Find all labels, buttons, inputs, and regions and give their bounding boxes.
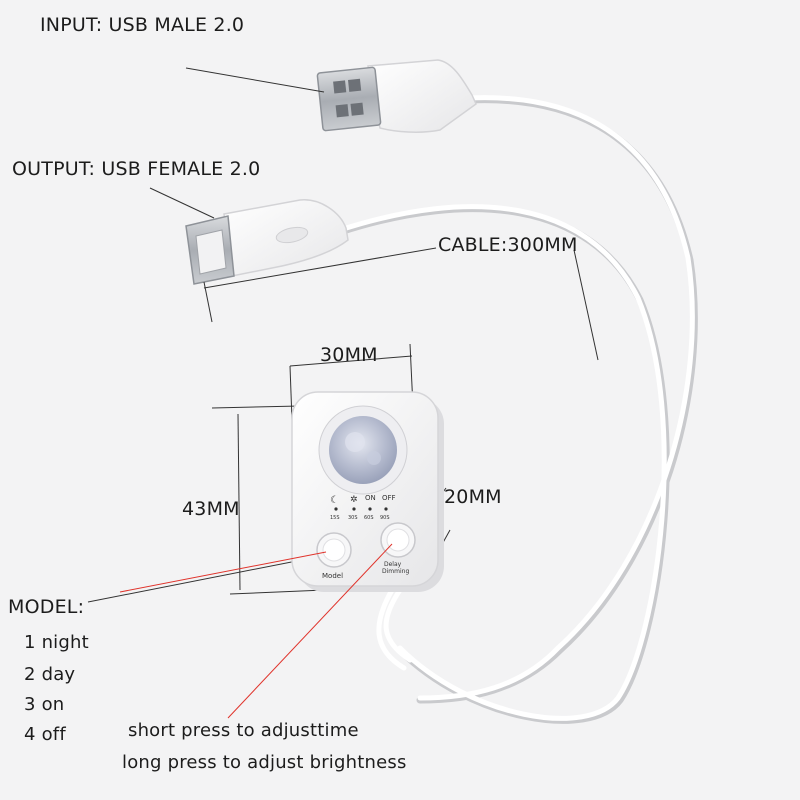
pir-sensor-module: ☾ ✲ ON OFF 15S 30S 60S 90S Model xyxy=(291,391,444,592)
timer-mark-15s: 15S xyxy=(330,515,340,521)
output-label: OUTPUT: USB FEMALE 2.0 xyxy=(12,158,261,180)
mode-item-night: 1 night xyxy=(24,632,89,653)
mode-item-day: 2 day xyxy=(24,664,76,685)
delay-button-label: Delay xyxy=(384,561,402,568)
red-pointer-lines xyxy=(119,543,393,719)
cables xyxy=(337,95,695,721)
short-press-note: short press to adjusttime xyxy=(128,720,359,741)
mode-item-off: 4 off xyxy=(24,724,66,745)
mode-item-on: 3 on xyxy=(24,694,65,715)
model-heading: MODEL: xyxy=(8,596,85,618)
timer-mark-90s: 90S xyxy=(380,515,390,521)
model-button-label: Model xyxy=(322,572,343,580)
usb-male-connector xyxy=(316,59,477,133)
height-dimension-label: 43MM xyxy=(182,498,240,520)
mode-indicator-row: ☾ ✲ ON OFF 15S 30S 60S 90S xyxy=(330,494,396,521)
mode-on-label: ON xyxy=(365,494,376,502)
mode-off-label: OFF xyxy=(382,494,396,502)
timer-mark-30s: 30S xyxy=(348,515,358,521)
dimension-lines xyxy=(87,67,599,603)
depth-dimension-label: 20MM xyxy=(444,486,502,508)
timer-mark-60s: 60S xyxy=(364,515,374,521)
dimming-button-label: Dimming xyxy=(382,568,409,575)
long-press-note: long press to adjust brightness xyxy=(122,752,407,773)
delay-dimming-button: Delay Dimming xyxy=(380,522,416,575)
width-dimension-label: 30MM xyxy=(320,344,378,366)
sun-icon: ✲ xyxy=(350,495,358,505)
input-label: INPUT: USB MALE 2.0 xyxy=(40,14,245,36)
usb-female-connector xyxy=(185,199,349,285)
pir-lens xyxy=(329,416,397,484)
cable-length-label: CABLE:300MM xyxy=(438,234,578,256)
model-button: Model xyxy=(316,532,352,580)
moon-icon: ☾ xyxy=(330,495,339,506)
